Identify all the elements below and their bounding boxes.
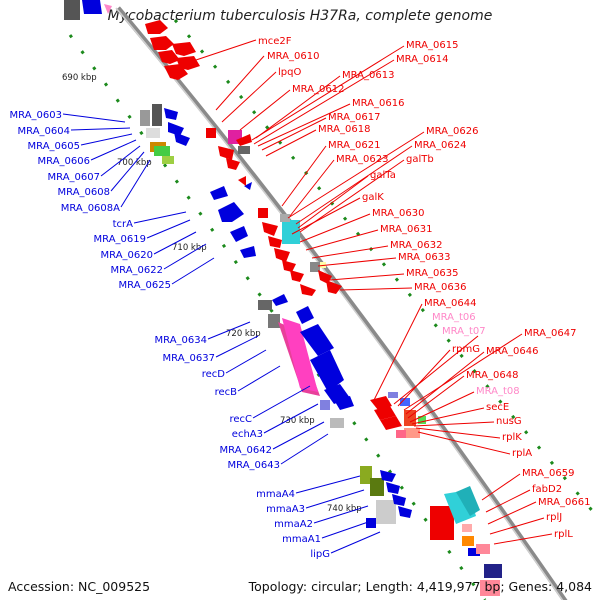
gene-label: MRA_0635 [406, 268, 458, 279]
gene-label: mmaA4 [256, 489, 295, 500]
gene-label: MRA_0634 [155, 335, 207, 346]
gene-label: MRA_0633 [398, 252, 450, 263]
gene-label: MRA_0621 [328, 140, 380, 151]
gene-label: recB [215, 387, 238, 398]
gene-label: MRA_t08 [476, 386, 520, 397]
scale-label: 730 kbp [280, 416, 315, 426]
gene-label: MRA_0636 [414, 282, 466, 293]
gene-label: rplJ [546, 512, 562, 523]
gene-label: MRA_0624 [414, 140, 466, 151]
gene-label: echA3 [232, 429, 263, 440]
gene-label: galTb [406, 154, 434, 165]
gene-label: secE [486, 402, 509, 413]
gene-label: rplA [512, 448, 532, 459]
gene-label: MRA_0620 [101, 250, 153, 261]
gene-label: mmaA3 [266, 504, 305, 515]
scale-label: 740 kbp [327, 504, 362, 514]
leader-lines-left [62, 113, 381, 554]
gene-label: MRA_0626 [426, 126, 478, 137]
gene-label: MRA_0612 [292, 84, 344, 95]
gene-label: MRA_0647 [524, 328, 576, 339]
gene-label: rpmG [452, 344, 480, 355]
gene-block-top [64, 0, 112, 20]
gene-label: MRA_0608 [58, 187, 110, 198]
gene-label: MRA_0610 [267, 51, 319, 62]
gene-label: MRA_0643 [228, 460, 280, 471]
gene-label: MRA_0659 [522, 468, 574, 479]
gene-label: MRA_t07 [442, 326, 486, 337]
leader-lines-right [195, 39, 553, 545]
gene-label: MRA_0632 [390, 240, 442, 251]
gene-cluster-0612 [206, 128, 252, 170]
forward-genes-top [145, 20, 200, 80]
gene-label: fabD2 [532, 484, 562, 495]
gene-cluster-0633 [300, 262, 342, 296]
gene-label: MRA_0616 [352, 98, 404, 109]
gene-label: MRA_0607 [48, 172, 100, 183]
gene-label: tcrA [113, 219, 134, 230]
gene-label: MRA_0618 [318, 124, 370, 135]
gene-label: rplL [554, 529, 573, 540]
gene-label: MRA_0661 [538, 497, 590, 508]
gene-cluster-mmaA [360, 466, 412, 528]
gene-label: MRA_0603 [10, 110, 62, 121]
gene-label: MRA_0646 [486, 346, 538, 357]
topology-label: Topology: circular; Length: 4,419,977 bp… [248, 579, 592, 594]
gene-label: MRA_0631 [380, 224, 432, 235]
gene-label: rplK [502, 432, 522, 443]
gene-label: MRA_0642 [220, 445, 272, 456]
gene-label: MRA_0606 [38, 156, 90, 167]
gene-label: MRA_0630 [372, 208, 424, 219]
gene-label: MRA_0623 [336, 154, 388, 165]
accession-label: Accession: NC_009525 [8, 579, 151, 594]
scale-label: 690 kbp [62, 73, 97, 83]
gene-cluster-galK [258, 208, 304, 282]
gene-label: MRA_0619 [94, 234, 146, 245]
gene-cluster-rec [258, 294, 354, 428]
gene-label: MRA_t06 [432, 312, 476, 323]
gene-label: MRA_0614 [396, 54, 448, 65]
gene-label: galK [362, 192, 384, 203]
gene-label: MRA_0615 [406, 40, 458, 51]
gene-cluster-0619 [210, 182, 256, 258]
gene-label: MRA_0604 [18, 126, 70, 137]
gene-label: lipG [310, 549, 330, 560]
gene-label: MRA_0613 [342, 70, 394, 81]
right-gene-labels: mce2F MRA_0610 lpqO MRA_0615 MRA_0614 MR… [258, 36, 590, 540]
map-title: Mycobacterium tuberculosis H37Ra, comple… [107, 8, 493, 24]
gene-label: MRA_0622 [111, 265, 163, 276]
gene-label: mmaA2 [274, 519, 313, 530]
gene-label: galTa [370, 170, 396, 181]
gene-label: mmaA1 [282, 534, 321, 545]
gene-label: MRA_0608A [61, 203, 120, 214]
gene-label: nusG [496, 416, 522, 427]
gene-cluster-rplL [430, 486, 502, 596]
scale-label: 720 kbp [226, 329, 261, 339]
scale-label: 710 kbp [172, 243, 207, 253]
gene-label: mce2F [258, 36, 292, 47]
gene-label: MRA_0617 [328, 112, 380, 123]
gene-cluster-rpl [370, 392, 426, 438]
gene-label: recD [202, 369, 226, 380]
gene-label: recC [229, 414, 252, 425]
gene-cluster-0603 [140, 104, 190, 164]
gene-label: MRA_0648 [466, 370, 518, 381]
gene-label: MRA_0605 [28, 141, 80, 152]
gene-small-red [238, 176, 246, 186]
gene-label: MRA_0637 [163, 353, 215, 364]
genome-backbone [116, 6, 568, 600]
gene-label: MRA_0625 [119, 280, 171, 291]
gene-label: MRA_0644 [424, 298, 476, 309]
gene-label: lpqO [278, 67, 301, 78]
left-gene-labels: MRA_0603 MRA_0604 MRA_0605 MRA_0606 MRA_… [10, 110, 330, 560]
